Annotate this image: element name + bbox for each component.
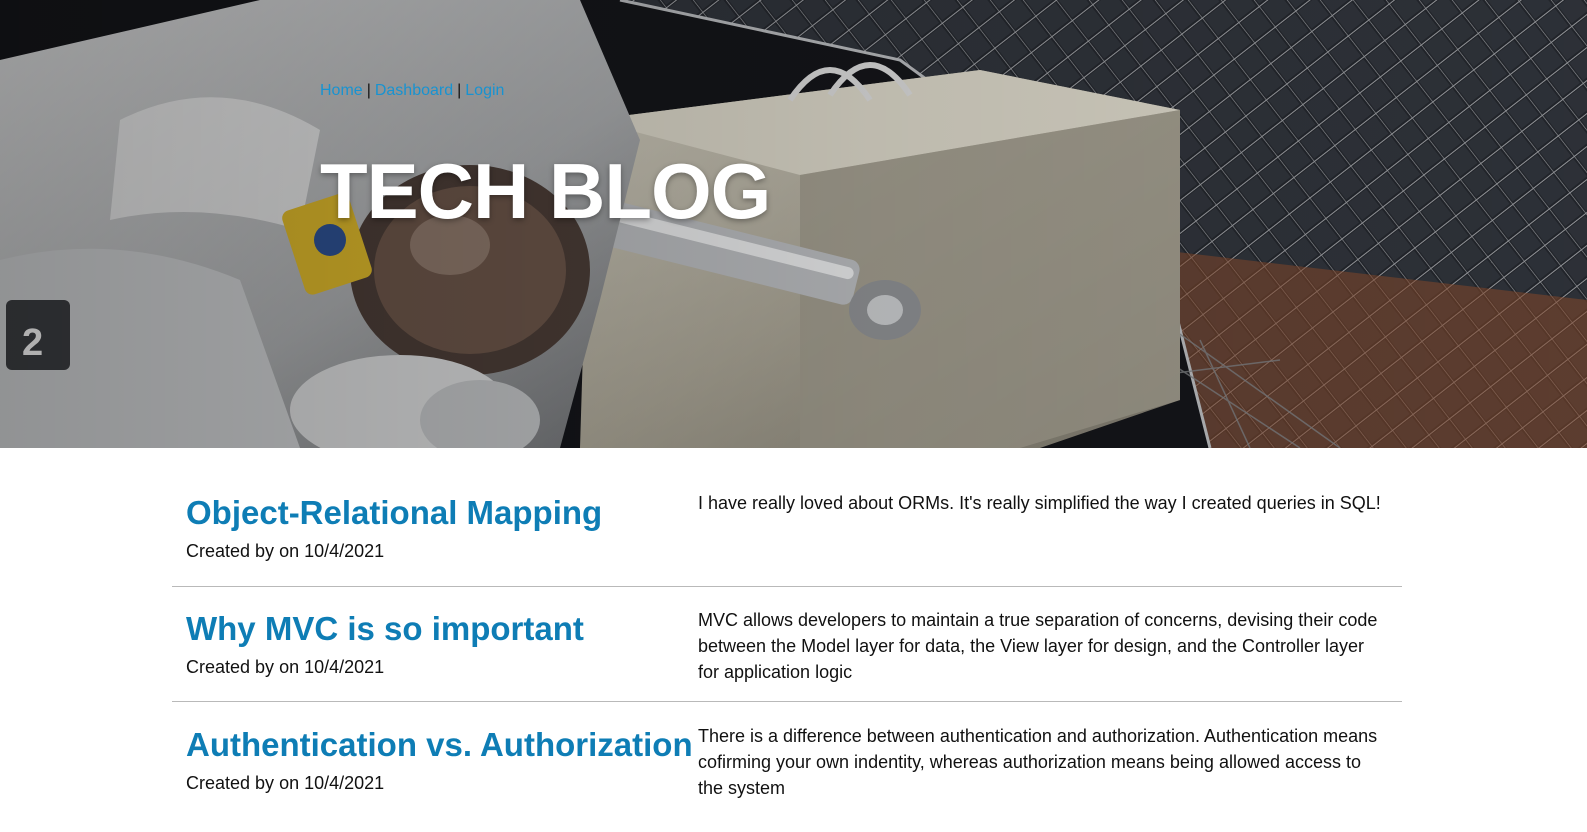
hero-banner: 2 Home|Dashboard|Login TECH BLOG (0, 0, 1587, 448)
post-title-link[interactable]: Authentication vs. Authorization (186, 726, 693, 763)
post-date: on 10/4/2021 (279, 541, 385, 561)
post-item: Authentication vs. Authorization Created… (172, 702, 1402, 832)
post-date: on 10/4/2021 (279, 773, 385, 793)
hero-overlay (0, 0, 1587, 448)
nav-separator: | (457, 82, 462, 99)
site-title: TECH BLOG (320, 147, 771, 235)
top-nav: Home|Dashboard|Login (320, 80, 504, 102)
nav-dashboard-link[interactable]: Dashboard (374, 82, 454, 99)
post-header: Authentication vs. Authorization Created… (172, 702, 698, 832)
post-body: There is a difference between authentica… (698, 726, 1378, 798)
post-title-link[interactable]: Object-Relational Mapping (186, 494, 603, 531)
astronaut-space-station-image: 2 (0, 0, 1587, 448)
post-author-label: Created by (186, 657, 275, 677)
nav-separator: | (366, 82, 371, 99)
post-author-label: Created by (186, 773, 275, 793)
nav-home-link[interactable]: Home (320, 82, 363, 99)
post-author-label: Created by (186, 541, 275, 561)
post-title-link[interactable]: Why MVC is so important (186, 610, 584, 647)
svg-text:2: 2 (22, 322, 43, 364)
nav-login-link[interactable]: Login (465, 82, 505, 99)
post-body: I have really loved about ORMs. It's rea… (698, 493, 1381, 513)
post-date: on 10/4/2021 (279, 657, 385, 677)
post-body: MVC allows developers to maintain a true… (698, 610, 1378, 682)
